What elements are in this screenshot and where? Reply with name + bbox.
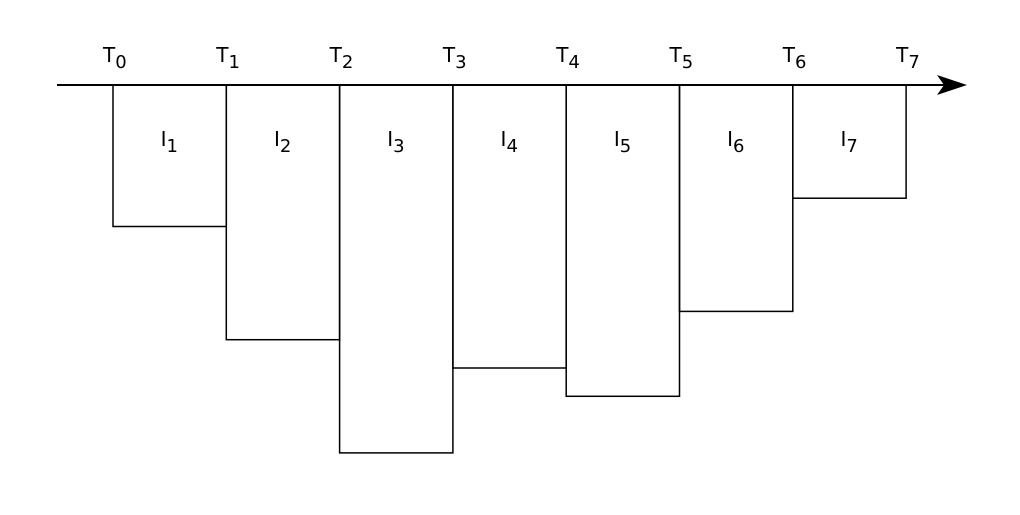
interval-label: I1 [161,127,178,157]
time-labels: T0 T1 T2 T3 T4 T5 T6 T7 [102,43,920,73]
time-label: T0 [102,43,127,73]
time-label: T4 [555,43,580,73]
time-label: T1 [215,43,240,73]
interval-label: I6 [727,127,744,157]
time-label: T2 [329,43,354,73]
interval-bar [452,84,567,369]
interval-label: I4 [501,127,518,157]
interval-labels: I1 I2 I3 I4 I5 I6 I7 [161,127,858,157]
interval-bar [792,84,907,199]
time-label: T7 [895,43,920,73]
interval-bar [225,84,341,341]
interval-bars [112,84,907,454]
interval-bar [565,84,681,398]
time-label: T3 [442,43,467,73]
time-label: T5 [669,43,694,73]
interval-label: I5 [614,127,631,157]
interval-label: I7 [840,127,857,157]
arrow-right-icon [937,75,967,95]
interval-bar [678,84,794,313]
interval-label: I3 [387,127,404,157]
time-label: T6 [782,43,807,73]
interval-label: I2 [274,127,291,157]
